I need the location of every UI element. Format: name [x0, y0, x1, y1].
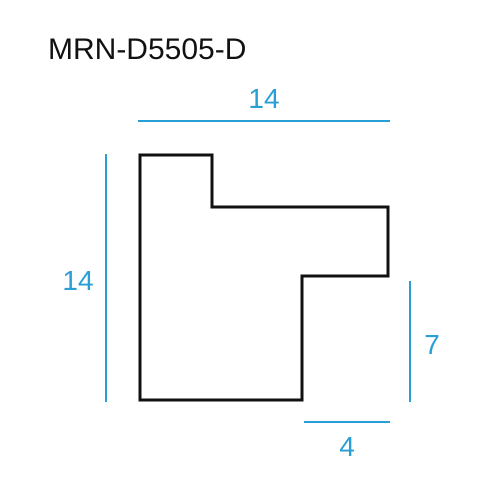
frame-profile-outline	[138, 153, 390, 402]
left-height-label: 14	[62, 265, 93, 296]
left-height-dimension: 14	[62, 154, 107, 402]
right-height-dimension: 7	[409, 281, 440, 402]
bottom-width-dimension: 4	[304, 421, 390, 462]
product-code-title: MRN-D5505-D	[48, 33, 246, 66]
top-width-label: 14	[248, 83, 279, 114]
bottom-width-label: 4	[339, 431, 355, 462]
top-width-dimension: 14	[138, 83, 390, 122]
right-height-label: 7	[424, 329, 440, 360]
